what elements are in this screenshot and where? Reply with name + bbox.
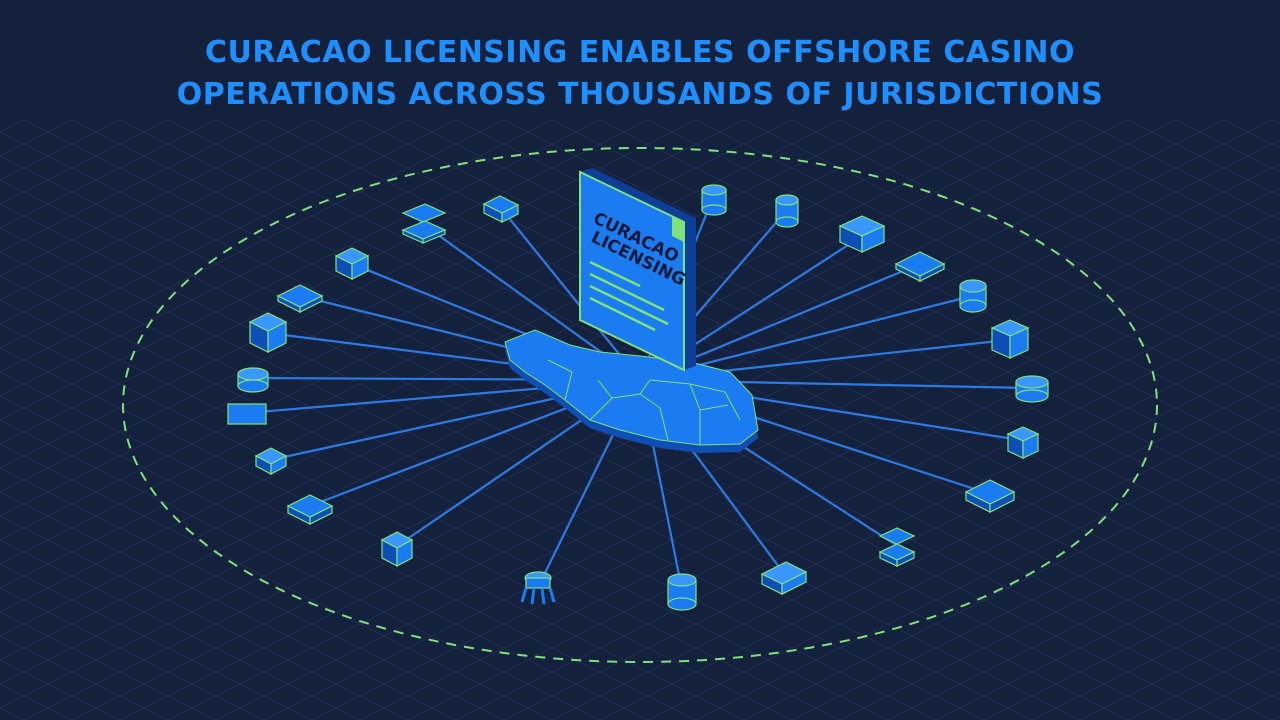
document-text-lines [589, 260, 669, 332]
title-line-2: OPERATIONS ACROSS THOUSANDS OF JURISDICT… [176, 77, 1104, 112]
boundary-ring [122, 147, 1158, 663]
node-plate-1 [894, 251, 946, 282]
node-box-5 [254, 447, 288, 475]
node-box-6 [248, 312, 288, 353]
node-cylinder-2 [775, 194, 799, 228]
node-flat-panel [227, 403, 267, 425]
node-box-3 [1006, 426, 1040, 459]
node-plate-3 [286, 494, 334, 525]
node-building [760, 561, 808, 595]
page-title: CURACAO LICENSING ENABLES OFFSHORE CASIN… [0, 32, 1280, 116]
node-disc-2 [237, 367, 269, 393]
node-disc-1 [1015, 375, 1049, 403]
node-plate-2 [964, 479, 1016, 513]
node-box-2 [990, 319, 1030, 359]
node-cylinder-1 [701, 184, 727, 216]
node-plate-4 [276, 284, 324, 313]
node-cylinder-3 [959, 279, 987, 313]
node-cylinder-4 [667, 573, 697, 611]
node-box-7 [334, 247, 370, 280]
jurisdiction-nodes [227, 184, 1049, 611]
node-box-1 [838, 215, 886, 253]
node-stacked-plates-2 [878, 527, 916, 567]
island-map [504, 329, 759, 453]
node-stacked-plates [401, 203, 447, 244]
node-plate-pair [482, 195, 520, 223]
node-box-4 [380, 531, 414, 567]
node-robot [520, 571, 556, 605]
title-line-1: CURACAO LICENSING ENABLES OFFSHORE CASIN… [205, 35, 1075, 70]
license-document: CURACAO LICENSING [579, 168, 696, 372]
